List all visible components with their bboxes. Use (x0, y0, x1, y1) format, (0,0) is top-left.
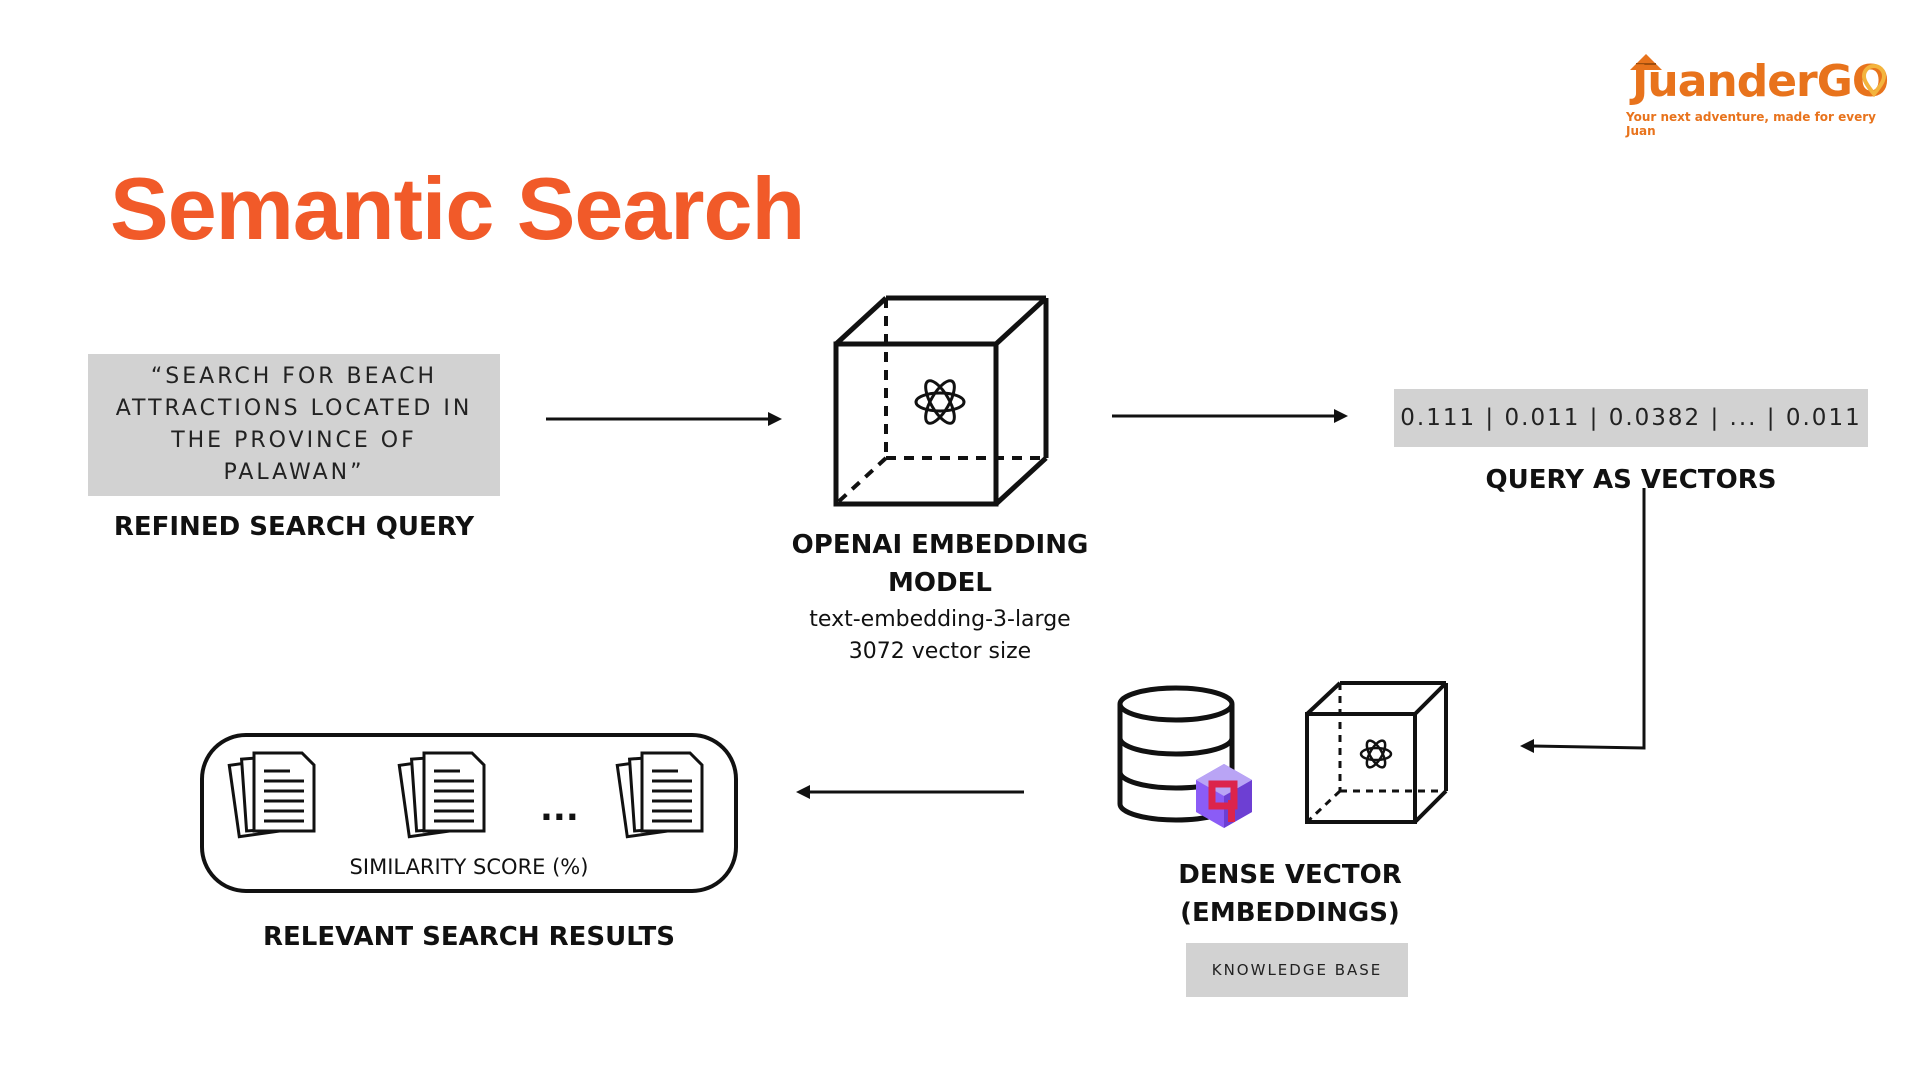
vector-values-box: 0.111 | 0.011 | 0.0382 | ... | 0.011 (1394, 389, 1868, 447)
model-name: text-embedding-3-large (809, 607, 1071, 632)
vector-size: 3072 vector size (848, 639, 1032, 664)
logo-tagline: Your next adventure, made for every Juan (1626, 110, 1876, 138)
qdrant-icon (1196, 764, 1252, 828)
arrow-icon (1112, 409, 1348, 423)
arrow-icon (1520, 488, 1646, 753)
more-results-ellipsis: ... (540, 789, 579, 829)
model-label-line: MODEL (888, 568, 992, 598)
logo-wordmark: JuanderGO (1632, 56, 1889, 107)
cube-icon (833, 295, 1049, 507)
similarity-score-label: SIMILARITY SCORE (%) (349, 855, 589, 879)
dense-label-line: (EMBEDDINGS) (1180, 898, 1400, 928)
openai-icon (1359, 739, 1393, 769)
results-panel: ... SIMILARITY SCORE (%) (200, 733, 738, 893)
results-label: RELEVANT SEARCH RESULTS (262, 922, 675, 952)
arrow-icon (796, 785, 1024, 799)
dense-label-line: DENSE VECTOR (1178, 860, 1402, 890)
map-pin-icon (1861, 64, 1887, 98)
knowledge-base-badge: KNOWLEDGE BASE (1186, 943, 1408, 997)
document-stack-icon (227, 751, 316, 839)
query-line: ATTRACTIONS LOCATED IN (115, 396, 473, 421)
openai-icon (914, 379, 966, 425)
query-line: THE PROVINCE OF (171, 428, 417, 453)
brand-logo: JuanderGO Your next adventure, made for … (1612, 50, 1902, 138)
document-stack-icon (397, 751, 486, 839)
query-line: PALAWAN” (223, 460, 365, 485)
page-title: Semantic Search (110, 159, 805, 258)
vectors-label: QUERY AS VECTORS (1485, 465, 1777, 495)
query-label: REFINED SEARCH QUERY (113, 512, 475, 542)
model-label: OPENAI EMBEDDING MODEL (770, 526, 1110, 602)
cube-icon (1305, 681, 1448, 824)
query-text-box: “SEARCH FOR BEACH ATTRACTIONS LOCATED IN… (88, 354, 500, 496)
document-stack-icon (615, 751, 704, 839)
query-line: “SEARCH FOR BEACH (150, 364, 438, 389)
dense-label: DENSE VECTOR (EMBEDDINGS) (1130, 856, 1450, 932)
arrow-icon (546, 412, 782, 426)
hat-icon (1630, 54, 1662, 70)
model-detail: text-embedding-3-large 3072 vector size (770, 604, 1110, 668)
model-label-line: OPENAI EMBEDDING (791, 530, 1089, 560)
